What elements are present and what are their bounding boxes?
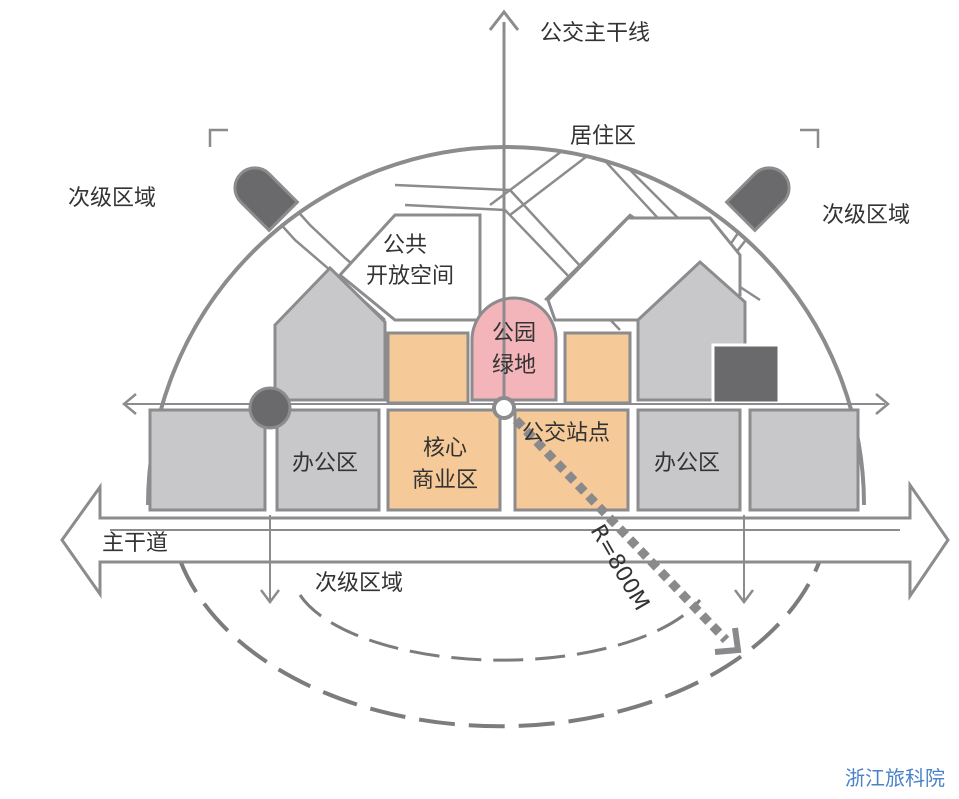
office-block-left bbox=[275, 408, 381, 512]
radius-arrow bbox=[512, 416, 730, 644]
transit-node-left bbox=[248, 386, 292, 430]
label-public-open-2: 开放空间 bbox=[366, 264, 454, 289]
arrow-right bbox=[875, 393, 890, 415]
commercial-block-upper-left bbox=[386, 331, 470, 405]
station-capsule-left bbox=[233, 166, 300, 233]
label-residential: 居住区 bbox=[570, 124, 636, 149]
label-core-2: 商业区 bbox=[412, 468, 478, 493]
dashed-radius-arc-outer bbox=[178, 559, 822, 729]
park-green-block bbox=[470, 296, 558, 402]
arrow-upper-left bbox=[208, 128, 228, 147]
label-public-open-1: 公共 bbox=[383, 233, 427, 258]
outer-boundary-arc bbox=[146, 145, 866, 506]
core-commercial-block-right bbox=[513, 408, 630, 512]
arrow-down-right bbox=[734, 589, 754, 605]
bus-trunk-arrow bbox=[488, 9, 520, 31]
arrow-down-left bbox=[260, 589, 280, 605]
radius-arrow-head bbox=[714, 627, 742, 655]
public-open-space-block bbox=[337, 213, 482, 322]
arrow-upper-right bbox=[800, 128, 820, 148]
label-secondary-bottom: 次级区域 bbox=[315, 571, 403, 596]
label-bus-station: 公交站点 bbox=[522, 421, 610, 446]
label-secondary-left: 次级区域 bbox=[68, 186, 156, 211]
label-main-road: 主干道 bbox=[102, 531, 168, 556]
label-park-1: 公园 bbox=[492, 321, 536, 346]
core-commercial-block-left bbox=[386, 408, 502, 512]
main-road bbox=[60, 480, 950, 601]
label-secondary-right: 次级区域 bbox=[822, 203, 910, 228]
label-core-1: 核心 bbox=[423, 436, 467, 461]
watermark: 浙江旅科院 bbox=[845, 766, 945, 790]
station-capsule-right bbox=[724, 166, 791, 233]
office-block-right bbox=[636, 408, 742, 512]
label-bus-trunk-line: 公交主干线 bbox=[540, 21, 650, 46]
commercial-block-upper-right bbox=[563, 331, 632, 405]
label-office-right: 办公区 bbox=[654, 451, 720, 476]
label-office-left: 办公区 bbox=[292, 451, 358, 476]
office-block-far-right bbox=[748, 408, 860, 512]
bus-station-icon bbox=[492, 396, 516, 420]
office-block-far-left bbox=[148, 408, 267, 512]
dark-facility-block bbox=[711, 343, 781, 405]
dashed-radius-arc-inner bbox=[298, 594, 702, 662]
arrow-left bbox=[122, 393, 137, 415]
label-park-2: 绿地 bbox=[492, 353, 536, 378]
